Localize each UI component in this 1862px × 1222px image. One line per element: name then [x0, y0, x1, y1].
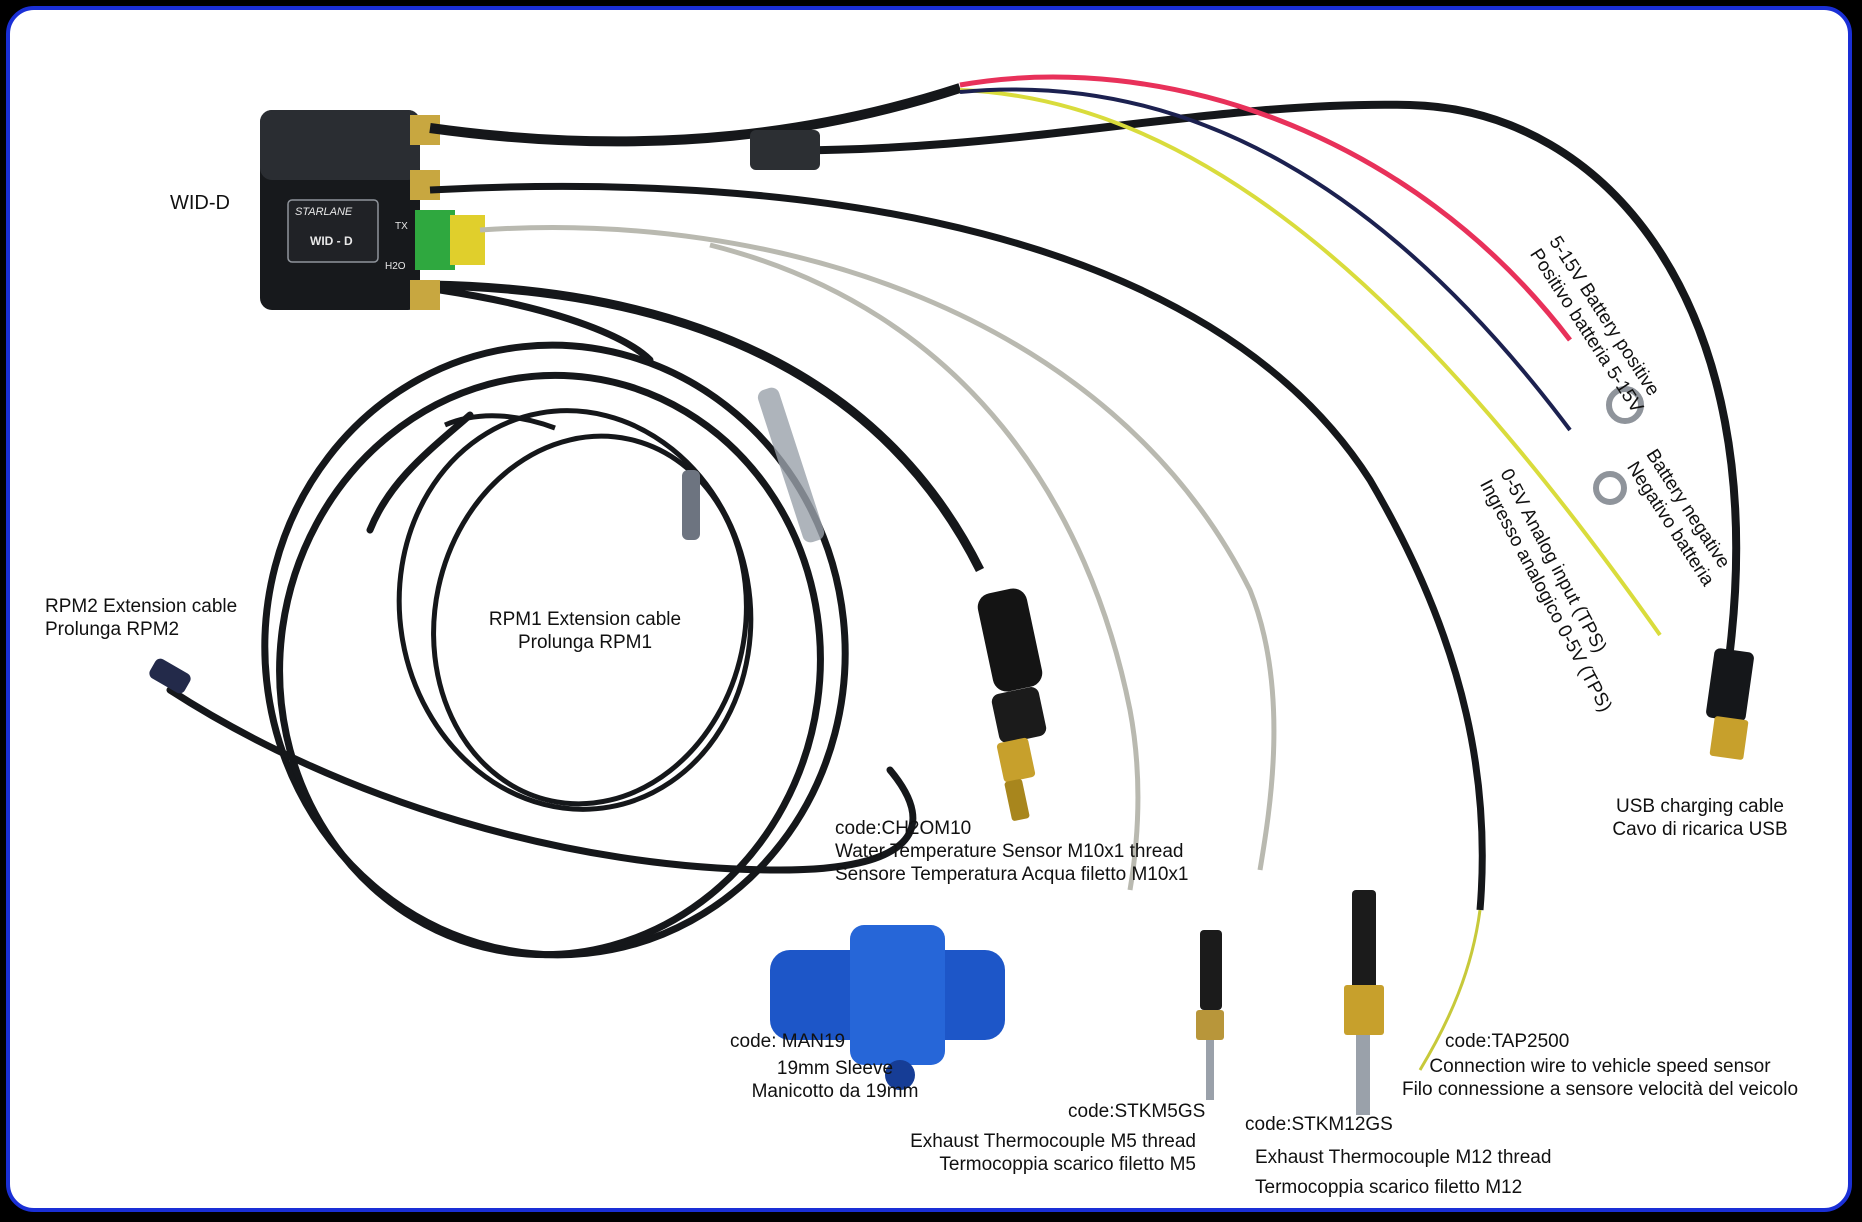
sleeve-part	[770, 925, 1005, 1090]
device-port-h2o: H2O	[385, 261, 406, 272]
stkm5-code: code:STKM5GS	[1068, 1101, 1206, 1122]
diagram-frame: WID-D RPM2 Extension cable Prolunga RPM2…	[6, 6, 1852, 1212]
device-brand: STARLANE	[295, 206, 353, 218]
tap2500-label: Connection wire to vehicle speed sensor …	[1390, 1055, 1810, 1101]
tap2500-label-line1: Connection wire to vehicle speed sensor	[1429, 1056, 1771, 1077]
sleeve-code: code: MAN19	[730, 1031, 846, 1052]
water-sensor-cable	[429, 280, 985, 573]
water-sensor	[977, 588, 1047, 821]
rpm-splice	[757, 387, 825, 543]
sleeve-label-line1: 19mm Sleeve	[776, 1058, 894, 1079]
ring-terminal-neg	[1593, 471, 1627, 505]
water-sensor-line2: Sensore Temperatura Acqua filetto M10x1	[835, 864, 1189, 885]
rpm1-connector	[682, 470, 700, 540]
device-name-label: WID-D	[170, 192, 230, 214]
water-sensor-code: code:CH2OM10	[835, 818, 972, 839]
rpm2-label: RPM2 Extension cable Prolunga RPM2	[45, 595, 237, 641]
usb-label-line2: Cavo di ricarica USB	[1612, 819, 1788, 840]
stkm12-cable	[479, 225, 1277, 871]
sleeve-label: 19mm Sleeve Manicotto da 19mm	[730, 1057, 940, 1103]
usb-label: USB charging cable Cavo di ricarica USB	[1600, 795, 1800, 841]
rpm2-cable	[166, 286, 917, 959]
stkm5-cable	[709, 242, 1141, 891]
rpm1-label-line1: RPM1 Extension cable	[488, 609, 682, 630]
tap2500-cable	[429, 182, 1486, 911]
analog-input-wire	[959, 88, 1662, 637]
battery-negative-wire	[959, 87, 1572, 432]
device-model: WID - D	[310, 234, 353, 248]
ring-terminal-pos	[1606, 386, 1644, 424]
water-sensor-label: code:CH2OM10 Water Temperature Sensor M1…	[835, 817, 1188, 886]
stkm12-label-line1: Exhaust Thermocouple M12 thread	[1255, 1147, 1552, 1168]
stkm12-label: Exhaust Thermocouple M12 thread Termocop…	[1255, 1143, 1551, 1203]
battery-positive-wire	[959, 74, 1572, 342]
water-sensor-line1: Water Temperature Sensor M10x1 thread	[835, 841, 1184, 862]
rpm2-label-line1: RPM2 Extension cable	[45, 596, 238, 617]
rpm2-connector	[149, 658, 191, 694]
stkm12-code: code:STKM12GS	[1245, 1114, 1393, 1135]
device-port-tx: TX	[395, 221, 408, 232]
tap2500-code: code:TAP2500	[1445, 1031, 1570, 1052]
stkm12-label-line2: Termocoppia scarico filetto M12	[1255, 1177, 1523, 1198]
rpm1-label-line2: Prolunga RPM1	[517, 632, 653, 653]
wid-d-device	[260, 110, 485, 310]
rpm1-cable	[396, 408, 754, 812]
usb-label-line1: USB charging cable	[1616, 796, 1784, 817]
stkm5-label-line1: Exhaust Thermocouple M5 thread	[910, 1131, 1196, 1152]
usb-plug	[1706, 648, 1754, 722]
tap2500-label-line2: Filo connessione a sensore velocità del …	[1401, 1079, 1799, 1100]
rpm2-label-line2: Prolunga RPM2	[45, 619, 180, 640]
stkm5-label: Exhaust Thermocouple M5 thread Termocopp…	[896, 1130, 1196, 1176]
rpm1-label: RPM1 Extension cable Prolunga RPM1	[470, 608, 700, 654]
usb-cable	[759, 100, 1741, 651]
stkm5-label-line2: Termocoppia scarico filetto M5	[939, 1154, 1196, 1175]
sleeve-label-line2: Manicotto da 19mm	[751, 1081, 919, 1102]
wiring-illustration	[149, 74, 1754, 1115]
